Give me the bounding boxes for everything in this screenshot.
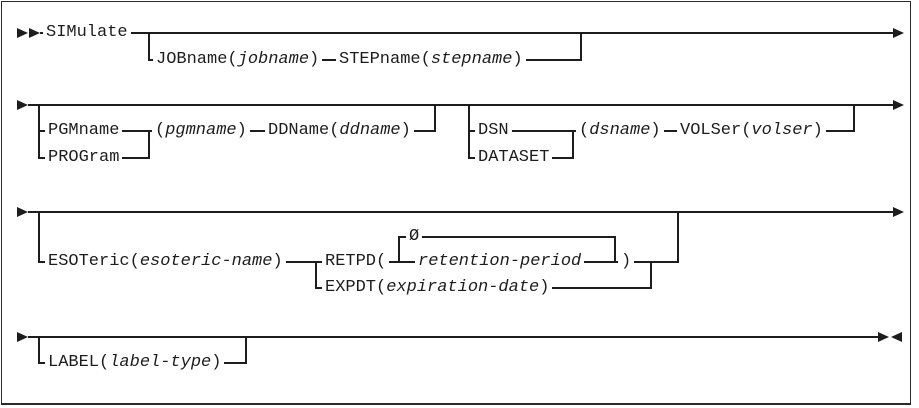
rail-joint bbox=[38, 105, 40, 159]
rail-option-dsn bbox=[468, 130, 572, 132]
retpd-close-paren: ) bbox=[618, 251, 635, 273]
rail-joint bbox=[853, 105, 855, 132]
rail-joint bbox=[148, 131, 150, 159]
rail-main-row2 bbox=[28, 104, 893, 106]
esoteric-variable: esoteric-name bbox=[139, 252, 273, 271]
continue-arrow-icon bbox=[893, 207, 904, 217]
ddname-close-paren: ) bbox=[400, 121, 411, 140]
jobname-keyword: JOBname( bbox=[156, 50, 238, 69]
retpd-close-paren-label: ) bbox=[621, 252, 632, 271]
rail-joint bbox=[572, 131, 574, 159]
stepname-variable: stepname bbox=[430, 50, 513, 69]
keyword-dsn: DSN bbox=[475, 120, 512, 142]
rail-joint bbox=[434, 105, 436, 132]
rail-joint bbox=[315, 262, 317, 289]
retention-period-variable: retention-period bbox=[415, 251, 585, 273]
start-arrow-icon bbox=[29, 28, 40, 38]
retpd-keyword-label: RETPD( bbox=[325, 252, 387, 271]
volser-keyword: VOLSer( bbox=[680, 121, 752, 140]
expdt-close-paren: ) bbox=[539, 278, 550, 297]
end-arrow-icon bbox=[891, 332, 902, 342]
dsnarg-open-paren: ( bbox=[579, 121, 590, 140]
pgmarg-close-paren: ) bbox=[236, 121, 247, 140]
default-zero-value: Ø bbox=[406, 226, 423, 248]
rail-joint bbox=[148, 33, 150, 60]
pgmarg-variable: pgmname bbox=[165, 121, 237, 140]
row-continue-arrow-icon bbox=[17, 100, 28, 110]
rail-joint bbox=[580, 33, 582, 60]
param-label: LABEL(label-type) bbox=[45, 352, 225, 374]
rail-main-row1 bbox=[40, 32, 893, 34]
retention-period-label: retention-period bbox=[418, 252, 582, 271]
rail-joint bbox=[398, 237, 400, 263]
esoteric-close-paren: ) bbox=[272, 252, 283, 271]
ddname-keyword: DDName( bbox=[268, 121, 340, 140]
label-variable: label-type bbox=[109, 353, 212, 372]
rail-joint bbox=[245, 337, 247, 364]
rail-joint bbox=[38, 212, 40, 263]
pgmname-keyword-label: PGMname bbox=[48, 121, 120, 140]
param-esoteric: ESOTeric(esoteric-name) bbox=[45, 251, 286, 273]
row-continue-arrow-icon bbox=[17, 332, 28, 342]
expdt-variable: expiration-date bbox=[386, 278, 540, 297]
dsnarg-close-paren: ) bbox=[650, 121, 661, 140]
keyword-pgmname: PGMname bbox=[45, 120, 123, 142]
jobname-close-paren: ) bbox=[309, 50, 320, 69]
label-close-paren: ) bbox=[211, 353, 222, 372]
continue-arrow-icon bbox=[893, 28, 904, 38]
keyword-simulate-label: SIMulate bbox=[46, 23, 128, 42]
dsnarg-variable: dsname bbox=[589, 121, 651, 140]
keyword-dataset: DATASET bbox=[475, 147, 553, 169]
rail-joint bbox=[650, 262, 652, 289]
stepname-keyword: STEPname( bbox=[339, 50, 431, 69]
rail-joint bbox=[38, 337, 40, 364]
keyword-retpd: RETPD( bbox=[322, 251, 390, 273]
esoteric-keyword: ESOTeric( bbox=[48, 252, 140, 271]
ddname-variable: ddname bbox=[339, 121, 401, 140]
volser-close-paren: ) bbox=[812, 121, 823, 140]
stepname-close-paren: ) bbox=[512, 50, 523, 69]
label-keyword: LABEL( bbox=[48, 353, 110, 372]
param-ddname: DDName(ddname) bbox=[265, 120, 414, 142]
param-expdt: EXPDT(expiration-date) bbox=[322, 277, 553, 299]
rail-main-row3 bbox=[28, 211, 893, 213]
default-zero-label: Ø bbox=[409, 227, 420, 246]
program-keyword-label: PROGram bbox=[48, 148, 120, 167]
param-pgmname-arg: (pgmname) bbox=[152, 120, 250, 142]
param-stepname: STEPname(stepname) bbox=[336, 49, 526, 71]
pgmarg-open-paren: ( bbox=[155, 121, 166, 140]
end-arrow-icon bbox=[878, 332, 889, 342]
rail-main-row4 bbox=[28, 336, 880, 338]
keyword-simulate: SIMulate bbox=[43, 22, 131, 44]
volser-variable: volser bbox=[751, 121, 813, 140]
start-arrow-icon bbox=[17, 28, 28, 38]
dsn-keyword-label: DSN bbox=[478, 121, 509, 140]
rail-joint bbox=[614, 237, 616, 263]
dataset-keyword-label: DATASET bbox=[478, 148, 550, 167]
keyword-program: PROGram bbox=[45, 147, 123, 169]
param-dsname-arg: (dsname) bbox=[576, 120, 664, 142]
continue-arrow-icon bbox=[893, 100, 904, 110]
expdt-keyword: EXPDT( bbox=[325, 278, 387, 297]
jobname-variable: jobname bbox=[237, 50, 310, 69]
rail-default-zero bbox=[398, 236, 616, 238]
rail-joint bbox=[677, 212, 679, 263]
param-volser: VOLSer(volser) bbox=[677, 120, 826, 142]
rail-joint bbox=[468, 105, 470, 159]
row-continue-arrow-icon bbox=[17, 207, 28, 217]
param-jobname: JOBname(jobname) bbox=[153, 49, 323, 71]
